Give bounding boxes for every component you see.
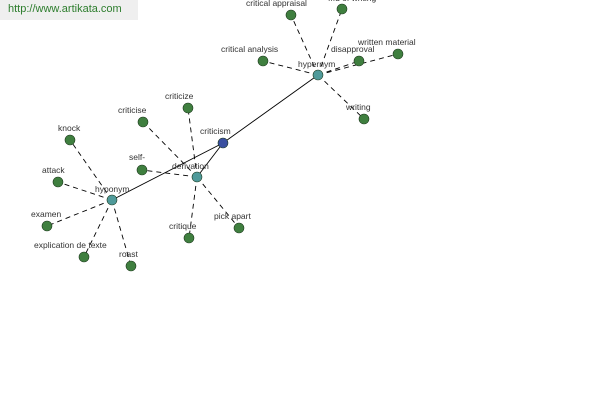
edge-hypernym-critical-analysis xyxy=(262,60,319,76)
leaf-label-knock: knock xyxy=(58,123,81,133)
leaf-node-explication-de-texte[interactable] xyxy=(78,251,90,263)
leaf-label-critical-analysis: critical analysis xyxy=(221,44,278,54)
leaf-node-criticize[interactable] xyxy=(182,102,194,114)
leaf-label-criticise: criticise xyxy=(118,105,147,115)
leaf-node-self[interactable] xyxy=(136,164,148,176)
edge-hypernym-hypernym-top xyxy=(317,8,343,76)
center-node-criticism[interactable] xyxy=(217,137,229,149)
edge-derivation-criticise xyxy=(142,121,198,178)
leaf-label-critical-appraisal: critical appraisal xyxy=(246,0,307,8)
watermark-link[interactable]: http://www.artikata.com xyxy=(8,3,122,15)
leaf-label-disapproval: disapproval xyxy=(331,44,375,54)
edge-hypernym-disapproval xyxy=(317,60,360,76)
leaf-node-pick-apart[interactable] xyxy=(233,222,245,234)
leaf-label-explication-de-texte: explication de texte xyxy=(34,240,107,250)
leaf-node-knock[interactable] xyxy=(64,134,76,146)
edge-hypernym-written-material xyxy=(317,53,399,76)
leaf-label-pick-apart: pick apart xyxy=(214,211,251,221)
leaf-node-written-material[interactable] xyxy=(392,48,404,60)
leaf-node-disapproval[interactable] xyxy=(353,55,365,67)
leaf-label-writing: writing xyxy=(345,102,371,112)
leaf-label-critique: critique xyxy=(169,221,197,231)
leaf-label-criticize: criticize xyxy=(165,91,194,101)
leaf-label-attack: attack xyxy=(42,165,65,175)
edge-hyponym-roast xyxy=(111,199,132,267)
relation-node-hypernym[interactable] xyxy=(312,69,324,81)
edge-hypernym-critical-appraisal xyxy=(290,14,319,76)
edge-derivation-pick-apart xyxy=(196,176,240,229)
watermark-banner: http://www.artikata.com xyxy=(0,0,138,20)
edge-hyponym-attack xyxy=(57,181,113,201)
leaf-node-roast[interactable] xyxy=(125,260,137,272)
leaf-node-critical-appraisal[interactable] xyxy=(285,9,297,21)
edge-derivation-criticize xyxy=(187,107,198,178)
relation-node-derivation[interactable] xyxy=(191,171,203,183)
leaf-node-hypernym-top[interactable] xyxy=(336,3,348,15)
leaf-label-roast: roast xyxy=(119,249,139,259)
leaf-node-attack[interactable] xyxy=(52,176,64,188)
edge-derivation-critique xyxy=(188,176,198,239)
leaf-node-critical-analysis[interactable] xyxy=(257,55,269,67)
relation-label-hyponym: hyponym xyxy=(95,184,130,194)
nodes xyxy=(41,3,404,272)
edge-criticism-hyponym xyxy=(111,142,224,201)
edges xyxy=(46,8,399,267)
edge-hyponym-examen xyxy=(46,199,113,227)
relation-label-derivation: derivation xyxy=(172,161,209,171)
edge-criticism-hypernym xyxy=(222,74,319,144)
edge-hypernym-writing xyxy=(317,74,365,120)
center-label-criticism: criticism xyxy=(200,126,231,136)
leaf-label-self: self- xyxy=(129,152,145,162)
leaf-label-examen: examen xyxy=(31,209,62,219)
labels: criticism hypernym derivation hyponym critic… xyxy=(31,0,416,259)
relation-node-hyponym[interactable] xyxy=(106,194,118,206)
edge-derivation-self xyxy=(141,169,198,178)
edge-criticism-derivation xyxy=(196,142,224,178)
edge-hyponym-explication-de-texte xyxy=(83,199,113,258)
relation-label-hypernym: hypernym xyxy=(298,59,335,69)
edge-hyponym-knock xyxy=(69,139,113,201)
leaf-label-written-material: written material xyxy=(357,37,416,47)
leaf-label-hypernym-top: ...d of writing xyxy=(328,0,376,3)
leaf-node-writing[interactable] xyxy=(358,113,370,125)
leaf-node-critique[interactable] xyxy=(183,232,195,244)
leaf-node-criticise[interactable] xyxy=(137,116,149,128)
leaf-node-examen[interactable] xyxy=(41,220,53,232)
